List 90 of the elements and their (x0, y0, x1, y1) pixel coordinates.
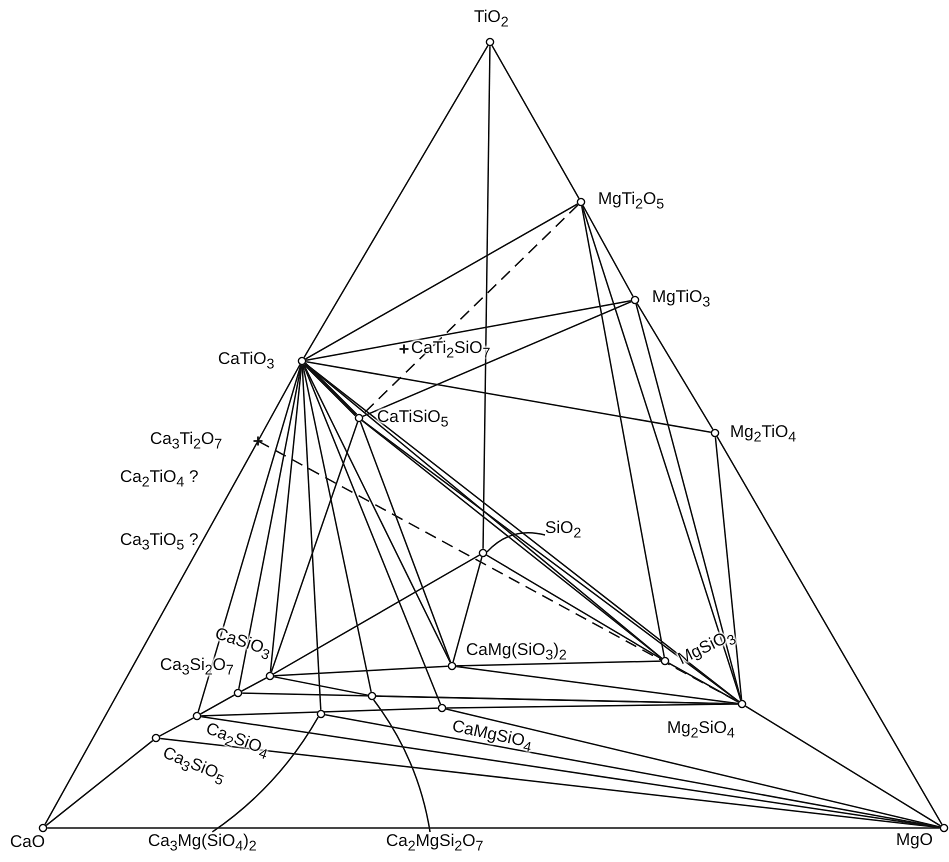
tie-line (325, 714, 940, 828)
tie-line (274, 665, 448, 677)
tie-line (491, 45, 580, 199)
point-marker (630, 295, 640, 305)
leader-line (486, 532, 546, 552)
point-marker (367, 691, 377, 701)
tie-line (456, 666, 738, 704)
formula-label: MgO (896, 831, 933, 848)
point-marker (265, 671, 275, 681)
tie-line (304, 363, 662, 659)
tie-line (304, 362, 740, 702)
formula-label: TiO$_{2}$ (474, 8, 509, 30)
leader-line (373, 699, 431, 832)
formula-label: CaTiSiO$_{5}$ (377, 408, 448, 430)
point-marker (233, 688, 243, 698)
tie-line (273, 554, 480, 675)
tie-line (362, 300, 632, 418)
tie-line (303, 364, 451, 663)
tie-line (452, 556, 483, 662)
tie-line (446, 703, 738, 709)
tie-line (714, 437, 742, 700)
point-marker (737, 699, 747, 709)
tie-line (303, 45, 489, 358)
cross-marker (253, 436, 263, 446)
tie-line (302, 364, 442, 704)
tie-line (362, 420, 662, 659)
tie-line (636, 303, 714, 430)
point-marker (485, 37, 495, 47)
tie-line (306, 360, 711, 434)
leader-line (212, 716, 319, 833)
tie-line (305, 203, 578, 360)
point-marker (660, 656, 670, 666)
point-marker (478, 548, 488, 558)
tie-line (745, 706, 941, 826)
point-marker (38, 823, 48, 833)
formula-label: MgTi$_{2}$O$_{5}$ (598, 190, 664, 212)
point-marker (297, 356, 307, 366)
tie-line (482, 46, 491, 549)
formula-label: CaMg(SiO$_{3}$)$_{2}$ (466, 641, 567, 663)
formula-label: Ca$_{3}$TiO$_{5}$ ? (120, 531, 198, 553)
tie-line (301, 365, 322, 710)
cross-marker (399, 344, 409, 354)
tie-line (201, 707, 438, 717)
formula-label: SiO$_{2}$ (545, 519, 582, 541)
tie-line (446, 708, 940, 828)
tie-line (197, 364, 302, 712)
formula-label: Ca$_{2}$TiO$_{4}$ ? (120, 468, 198, 490)
tie-line (360, 422, 452, 662)
point-marker (354, 413, 364, 423)
tie-line (200, 694, 235, 715)
tie-line (581, 206, 665, 657)
point-marker (316, 709, 326, 719)
point-marker (576, 197, 586, 207)
formula-label: Ca$_{2}$MgSi$_{2}$O$_{7}$ (386, 832, 484, 854)
tie-line (635, 304, 742, 700)
tie-line (258, 364, 301, 441)
formula-label: Mg$_{2}$SiO$_{4}$ (667, 719, 735, 741)
formula-label: Ca$_{3}$Mg(SiO$_{4}$)$_{2}$ (148, 832, 257, 854)
tie-line (159, 717, 194, 737)
tie-line (302, 364, 372, 692)
tie-line (274, 676, 368, 696)
tie-line (46, 740, 154, 826)
tie-line (44, 441, 258, 825)
tie-line (716, 436, 943, 825)
tie-line (270, 422, 358, 672)
point-marker (710, 428, 720, 438)
formula-label: CaTiO$_{3}$ (218, 350, 274, 372)
tie-line (304, 362, 358, 416)
tie-line (160, 738, 940, 828)
tie-line (306, 300, 631, 361)
tie-line (582, 206, 742, 700)
point-marker (151, 733, 161, 743)
point-marker (437, 703, 447, 713)
tie-line (456, 660, 661, 667)
point-marker (192, 711, 202, 721)
tie-line (582, 205, 634, 297)
point-marker (939, 823, 949, 833)
tie-line (238, 364, 302, 690)
tie-line (47, 827, 940, 829)
formula-label: CaO (10, 833, 45, 850)
tie-line (668, 662, 739, 703)
point-marker (447, 661, 457, 671)
tie-line (362, 420, 740, 702)
formula-label: CaMgSiO$_{4}$ (450, 717, 534, 756)
formula-label: Mg$_{2}$TiO$_{4}$ (730, 423, 796, 445)
tie-line (258, 440, 739, 703)
formula-label: MgTiO$_{3}$ (652, 288, 710, 310)
tie-line (241, 677, 267, 692)
formula-label: Ca$_{3}$Ti$_{2}$O$_{7}$ (150, 430, 222, 452)
tie-line (486, 554, 662, 660)
